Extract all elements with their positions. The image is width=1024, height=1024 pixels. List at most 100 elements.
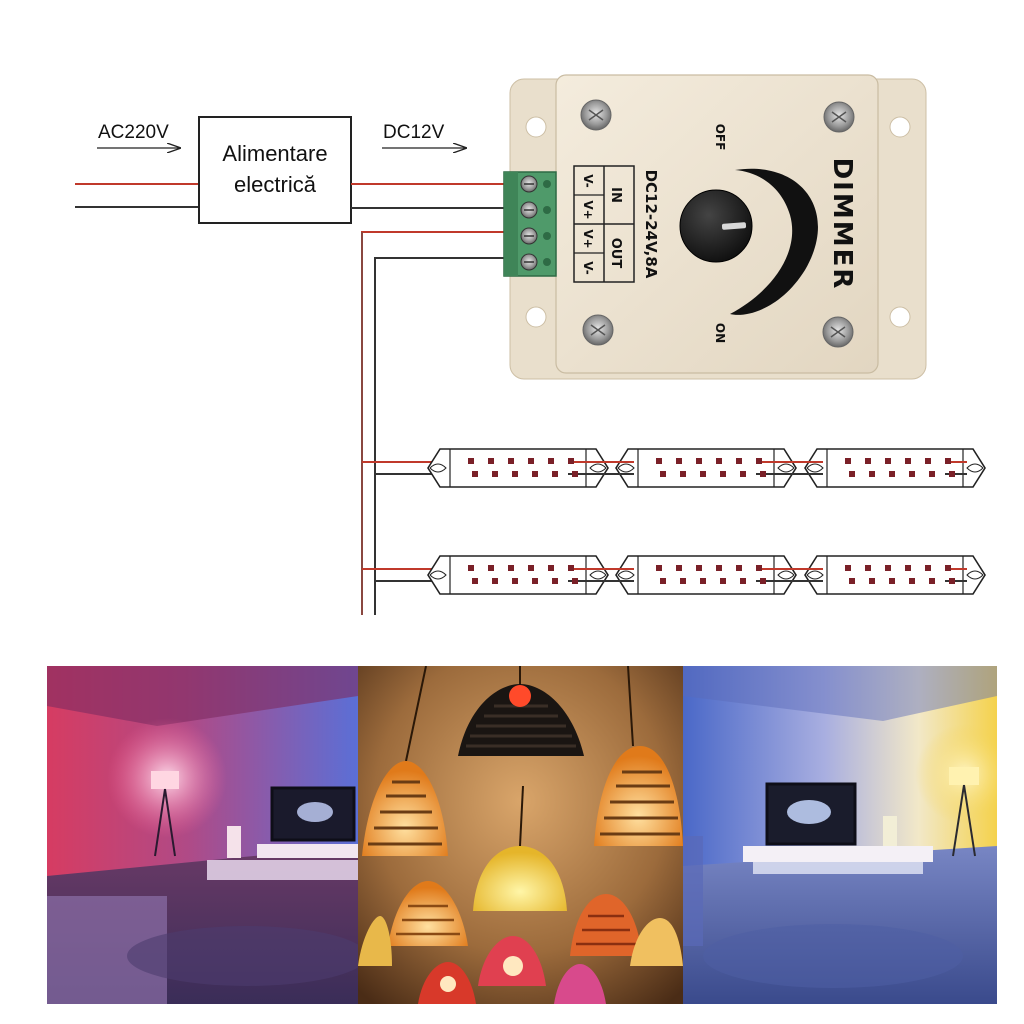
power-supply-label-line2: electrică [234,172,317,197]
led-chip [528,565,534,571]
led-chip [756,565,762,571]
led-chip [676,458,682,464]
led-strip-segment [615,448,797,488]
led-chip [680,578,686,584]
led-chip [869,471,875,477]
out-negative-wire [374,257,505,615]
on-label: ON [713,323,727,343]
led-chip [472,578,478,584]
led-chip [885,458,891,464]
led-chip [696,565,702,571]
led-chip [700,578,706,584]
led-chip [660,471,666,477]
pin-4-label: V- [581,261,595,274]
off-label: OFF [713,124,727,151]
mount-hole-tr [889,116,911,138]
input-voltage-label: AC220V [98,122,169,143]
led-chip [572,578,578,584]
led-chip [929,471,935,477]
led-chip [925,458,931,464]
led-chip [488,458,494,464]
led-chip [548,565,554,571]
photo-living-room-red-blue [47,666,358,1004]
led-chip [889,578,895,584]
led-chip [720,471,726,477]
led-chip [716,458,722,464]
led-strip-segment [615,555,797,595]
led-chip [508,565,514,571]
led-chip [700,471,706,477]
led-chip [756,458,762,464]
dimmer-scale-arc [730,168,818,315]
led-chip [736,458,742,464]
led-chip [740,471,746,477]
pin-out-label: OUT [608,238,623,269]
led-chip [905,565,911,571]
led-chip [532,578,538,584]
mount-hole-br [889,306,911,328]
led-chip [568,458,574,464]
led-chip [720,578,726,584]
led-chip [905,458,911,464]
led-chip [572,471,578,477]
led-chip [472,471,478,477]
led-chip [740,578,746,584]
led-strip-segment [804,448,986,488]
terminal-screws [504,172,551,276]
pin-1-label: V- [581,174,595,187]
led-chip [865,565,871,571]
led-chip [696,458,702,464]
led-chip [925,565,931,571]
led-chip [468,565,474,571]
led-chip [552,471,558,477]
led-chip [680,471,686,477]
dimmer-knob[interactable] [679,189,753,263]
led-chip [865,458,871,464]
led-strip-segment [427,555,609,595]
power-supply-label-line1: Alimentare [222,141,327,166]
led-chip [508,458,514,464]
led-chip [945,565,951,571]
power-supply-box [198,116,352,224]
dimmer-title: DIMMER [827,158,857,291]
led-chip [760,578,766,584]
photo-pendant-lamps [358,666,683,1004]
led-chip [532,471,538,477]
led-chip [568,565,574,571]
pin-label-table: IN OUT V- V+ V+ V- [573,165,635,283]
photo-living-room-blue-yellow [683,666,997,1004]
led-strip-segment [427,448,609,488]
led-chip [548,458,554,464]
led-chip [849,471,855,477]
led-chip [849,578,855,584]
led-chip [869,578,875,584]
led-chip [929,578,935,584]
led-chip [949,578,955,584]
led-chip [660,578,666,584]
diagram-canvas: AC220V Alimentare electrică DC12V [75,74,986,615]
pin-in-label: IN [608,187,623,203]
led-chip [676,565,682,571]
pin-2-label: V+ [581,200,595,219]
dimmer-device: IN OUT V- V+ V+ V- DC12-24V,8A DIMMER OF… [503,74,927,380]
led-chip [656,458,662,464]
knob-indicator [721,222,747,230]
led-chip [760,471,766,477]
mount-hole-tl [525,116,547,138]
dimmer-spec-label: DC12-24V,8A [642,170,660,279]
led-strip-segment [804,555,986,595]
led-chip [528,458,534,464]
led-chip [885,565,891,571]
led-chip [656,565,662,571]
led-chip [845,565,851,571]
led-chip [909,471,915,477]
pin-3-label: V+ [581,229,595,248]
led-chip [512,578,518,584]
led-chip [889,471,895,477]
led-chip [492,471,498,477]
led-chip [736,565,742,571]
led-chip [512,471,518,477]
led-chip [845,458,851,464]
led-chip [945,458,951,464]
